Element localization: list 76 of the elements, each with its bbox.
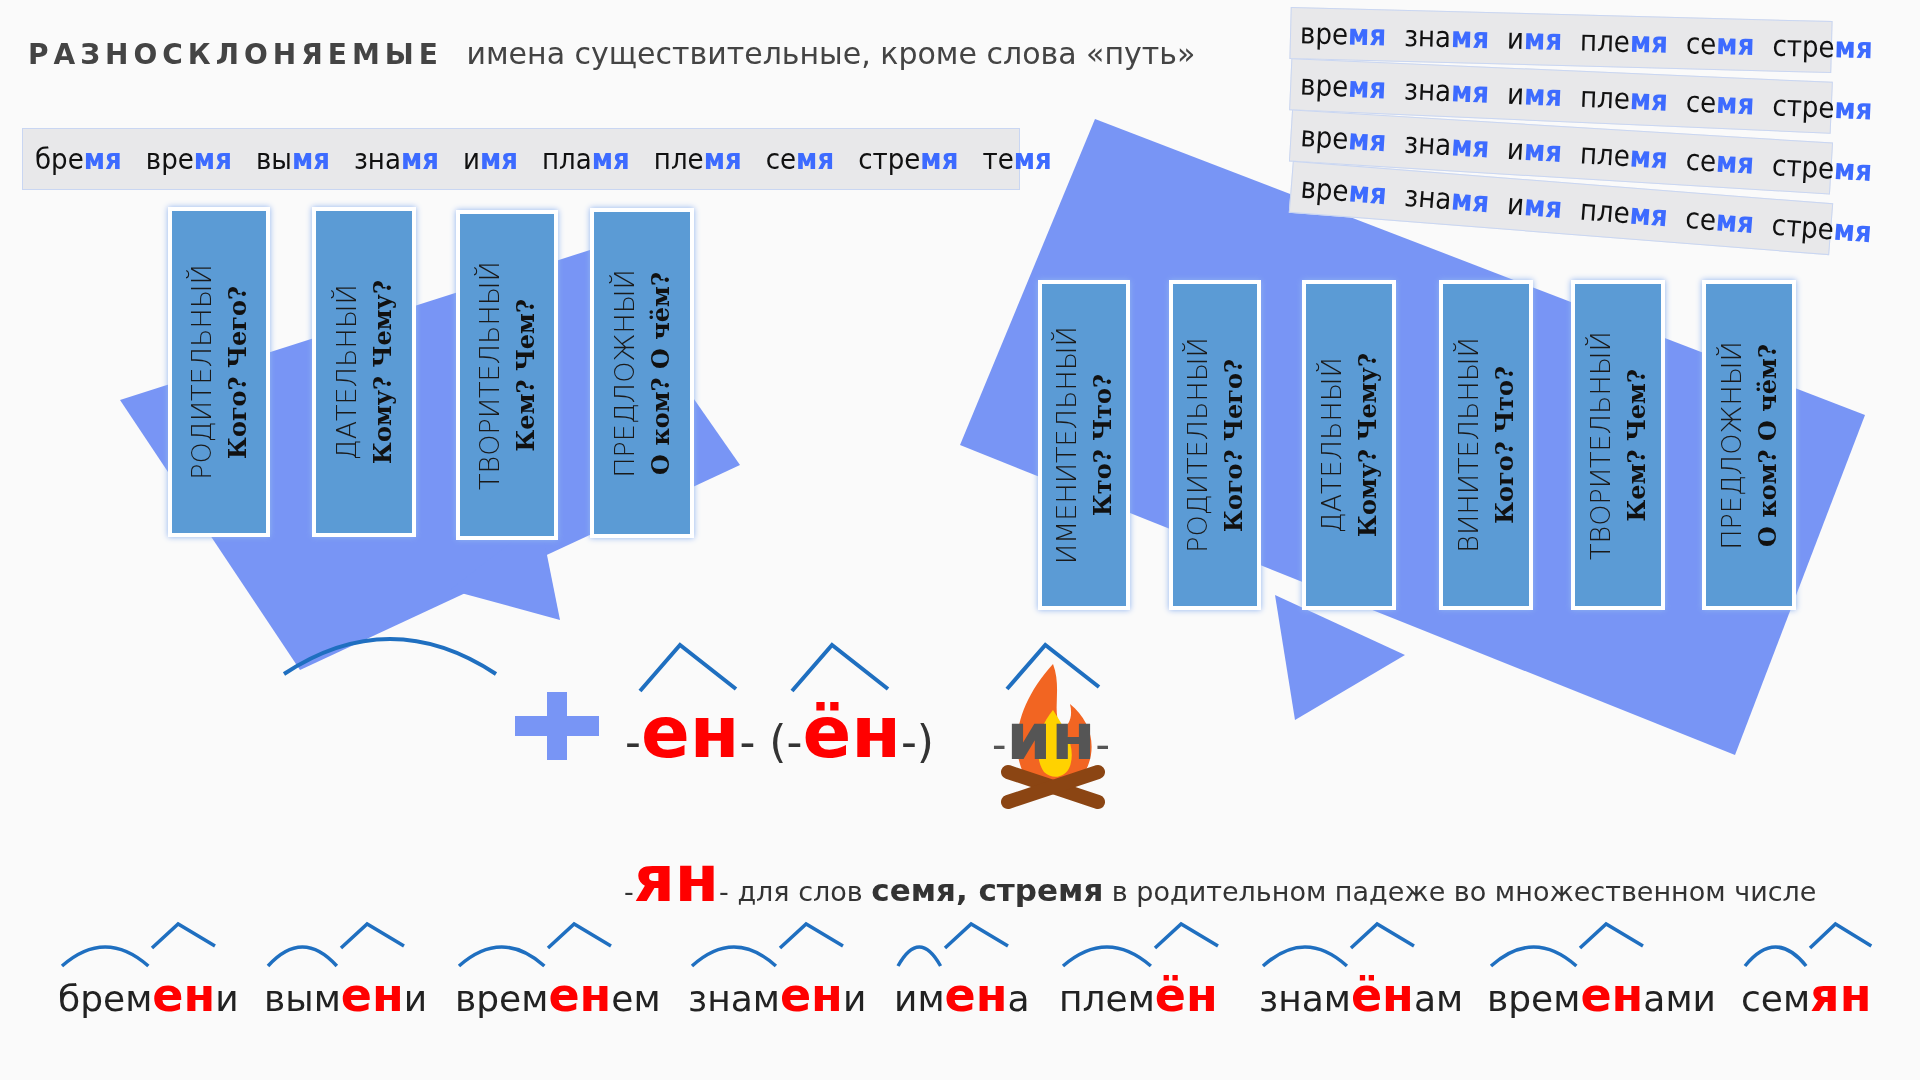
word: время <box>1299 16 1387 53</box>
case-question: О ком? О чём? <box>1753 343 1782 547</box>
word: бремя <box>35 142 122 176</box>
word: знамя <box>1403 72 1490 110</box>
case-card <box>1302 280 1396 610</box>
case-name: ТВОРИТЕЛЬНЫЙ <box>1585 330 1616 560</box>
case-card <box>1571 280 1665 610</box>
case-question: Кто? Что? <box>1088 374 1117 516</box>
case-question: Кого? Чего? <box>1219 358 1248 532</box>
word: вымени <box>264 968 428 1022</box>
word: племя <box>1579 79 1669 118</box>
word: стремя <box>1771 147 1874 188</box>
case-card <box>590 208 694 538</box>
word: временем <box>455 968 661 1022</box>
case-name: ВИНИТЕЛЬНЫЙ <box>1453 337 1484 553</box>
case-question: Кем? Чем? <box>1622 368 1651 522</box>
word: стремя <box>858 142 959 176</box>
word: семя <box>1684 142 1756 181</box>
case-question: О ком? О чём? <box>646 271 675 475</box>
case-name: ДАТЕЛЬНЫЙ <box>1316 356 1347 534</box>
rule-text: -ян- для слов семя, стремя в родительном падеже во множественном числе <box>624 842 1817 916</box>
word: племя <box>653 142 742 176</box>
word: семя <box>1685 26 1755 63</box>
case-card <box>1702 280 1796 610</box>
word: племя <box>1579 136 1669 176</box>
case-card <box>312 207 416 537</box>
word: стремя <box>1772 28 1874 66</box>
word: семя <box>1684 200 1756 241</box>
word: племя <box>1578 192 1670 234</box>
word: семян <box>1741 968 1872 1022</box>
word: время <box>145 142 232 176</box>
case-question: Кем? Чем? <box>511 298 540 452</box>
case-name: ДАТЕЛЬНЫЙ <box>331 283 362 461</box>
word: стремя <box>1771 88 1874 127</box>
word: имена <box>894 968 1030 1022</box>
case-question: Кому? Чему? <box>1353 353 1382 537</box>
word: пламя <box>542 142 630 176</box>
word: знамя <box>1403 18 1490 56</box>
word: время <box>1299 119 1388 159</box>
word: имя <box>1506 131 1564 170</box>
word: знамёнам <box>1259 968 1464 1022</box>
case-name: РОДИТЕЛЬНЫЙ <box>1182 337 1213 553</box>
case-name: ИМЕНИТЕЛЬНЫЙ <box>1051 325 1082 565</box>
case-name: ТВОРИТЕЛЬНЫЙ <box>474 260 505 490</box>
word: знамя <box>1403 178 1491 220</box>
case-question: Кого? Что? <box>1490 366 1519 524</box>
title: РАЗНОСКЛОНЯЕМЫЕ имена существительные, кроме слова «путь» <box>28 36 1196 71</box>
word: имя <box>462 142 518 176</box>
word: семя <box>765 142 835 176</box>
case-name: ПРЕДЛОЖНЫЙ <box>1716 340 1747 550</box>
case-question: Кому? Чему? <box>368 280 397 464</box>
word: имя <box>1506 21 1563 57</box>
word: временами <box>1487 968 1716 1022</box>
case-name: РОДИТЕЛЬНЫЙ <box>186 264 217 480</box>
word: знамя <box>1403 125 1491 165</box>
case-card <box>168 207 270 537</box>
word: знамени <box>688 968 867 1022</box>
case-question: Кого? Чего? <box>223 285 252 459</box>
word: семя <box>1685 84 1756 122</box>
word: племён <box>1059 968 1218 1022</box>
word: знамя <box>353 142 439 176</box>
case-name: ПРЕДЛОЖНЫЙ <box>609 268 640 478</box>
word: имя <box>1505 186 1564 226</box>
case-card <box>1038 280 1130 610</box>
word: имя <box>1506 76 1563 114</box>
case-card <box>456 210 558 540</box>
case-card <box>1439 280 1533 610</box>
case-card <box>1169 280 1261 610</box>
word: вымя <box>255 142 330 176</box>
word: темя <box>982 142 1052 176</box>
word: бремени <box>58 968 239 1022</box>
word: стремя <box>1770 207 1874 250</box>
word: время <box>1299 67 1387 106</box>
word: время <box>1299 170 1388 212</box>
word: племя <box>1579 23 1669 60</box>
suffix-text: -ен- (-ён-) <box>625 690 934 774</box>
